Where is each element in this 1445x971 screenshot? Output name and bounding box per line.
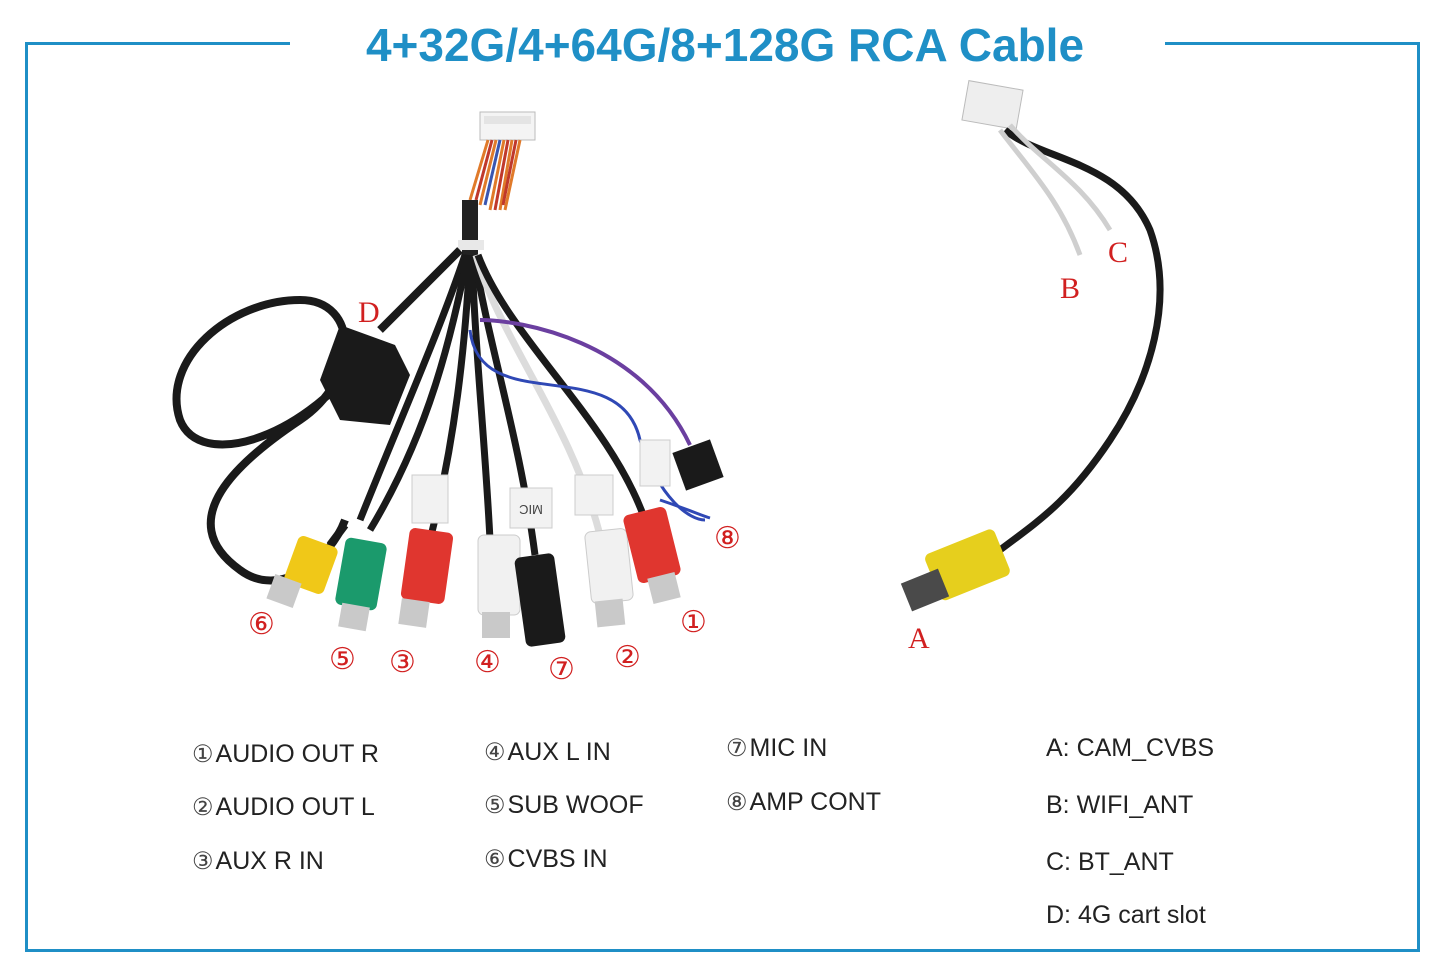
- legend-item: ②AUDIO OUT L: [192, 793, 375, 821]
- rca-plug-2-white: [584, 528, 634, 628]
- marker-7: ⑦: [548, 652, 575, 687]
- cable-tie: [458, 240, 484, 250]
- camera-cable: [900, 80, 1164, 612]
- sticker: [574, 474, 614, 516]
- legend-item: ①AUDIO OUT R: [192, 740, 379, 768]
- legend-item: D: 4G cart slot: [1046, 901, 1206, 929]
- legend-item: ③AUX R IN: [192, 847, 324, 875]
- frame-top-right: [1165, 42, 1420, 45]
- legend-item: C: BT_ANT: [1046, 848, 1174, 876]
- camera-cable-connector: [961, 80, 1024, 131]
- sticker-mic-text: MIC: [519, 502, 543, 517]
- sticker: [411, 474, 449, 524]
- legend-item: ⑧AMP CONT: [726, 788, 882, 816]
- marker-B: B: [1060, 272, 1080, 305]
- marker-8: ⑧: [714, 521, 741, 556]
- marker-2: ②: [614, 640, 641, 675]
- rca-plug-5-green: [335, 537, 387, 632]
- diagram-frame: [25, 42, 1420, 952]
- harness-connector: [468, 111, 536, 211]
- page-title: 4+32G/4+64G/8+128G RCA Cable: [290, 18, 1160, 72]
- sticker-mic: [509, 487, 553, 529]
- amp-cont-connector: [672, 439, 724, 491]
- marker-A: A: [908, 622, 930, 655]
- legend-item: ⑥CVBS IN: [484, 845, 608, 873]
- sticker: [639, 439, 671, 487]
- rca-plug-6-yellow: [266, 522, 349, 609]
- marker-6: ⑥: [248, 607, 275, 642]
- legend-item: A: CAM_CVBS: [1046, 734, 1215, 762]
- legend-item: ⑤SUB WOOF: [484, 791, 644, 819]
- marker-C: C: [1108, 236, 1128, 269]
- marker-4: ④: [474, 645, 501, 680]
- legend-item: B: WIFI_ANT: [1046, 791, 1194, 819]
- legend-item: ④AUX L IN: [484, 738, 611, 766]
- legend-item: ⑦MIC IN: [726, 734, 828, 762]
- 4g-module-box: [320, 325, 410, 425]
- marker-1: ①: [680, 605, 707, 640]
- purple-wire: [479, 318, 692, 446]
- rca-plug-4-white: [477, 534, 521, 638]
- rca-plug-7-black-mic: [514, 553, 566, 647]
- marker-5: ⑤: [329, 642, 356, 677]
- frame-top-left: [25, 42, 290, 45]
- rca-plug-1-red: [623, 506, 681, 605]
- marker-3: ③: [389, 645, 416, 680]
- rca-plug-3-red: [398, 528, 454, 628]
- marker-D: D: [358, 296, 380, 329]
